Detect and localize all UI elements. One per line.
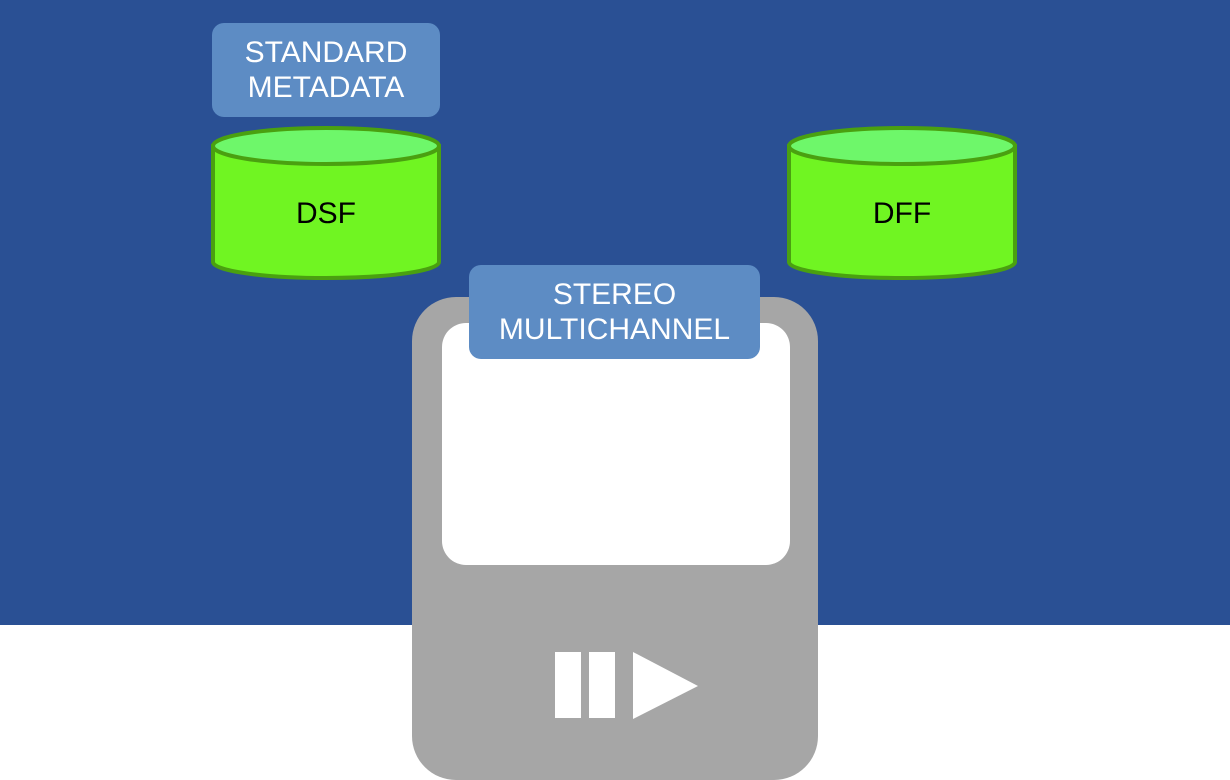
dff-label: DFF [872, 197, 932, 230]
stereo-multichannel-label: STEREO MULTICHANNEL [469, 265, 760, 359]
stereo-multichannel-line-1: STEREO [552, 278, 677, 311]
play-pause-icon[interactable] [555, 652, 700, 720]
standard-metadata-label: STANDARD METADATA [212, 23, 440, 117]
player-screen [442, 323, 790, 565]
standard-metadata-line-2: METADATA [247, 71, 405, 104]
dsf-label: DSF [296, 197, 356, 230]
dsf-cylinder: DSF [210, 124, 442, 284]
dsf-cylinder-shape [211, 126, 441, 280]
stereo-multichannel-line-2: MULTICHANNEL [498, 313, 731, 346]
dff-cylinder-shape [787, 126, 1017, 280]
dff-cylinder: DFF [786, 124, 1018, 284]
standard-metadata-line-1: STANDARD [244, 36, 408, 69]
